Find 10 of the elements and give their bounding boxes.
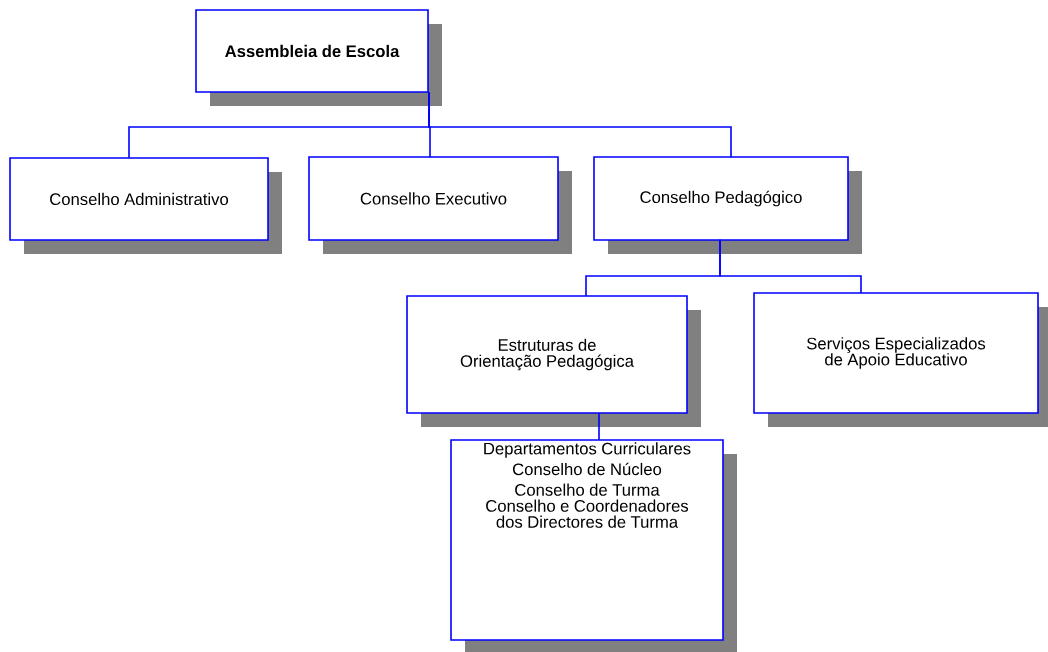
org-box: Assembleia de Escola: [195, 9, 442, 106]
connector-line: [719, 239, 862, 294]
org-box: Conselho Pedagógico: [593, 156, 862, 254]
connector-line: [598, 412, 600, 441]
org-box: Conselho Executivo: [308, 156, 572, 254]
org-box: Conselho Administrativo: [9, 157, 282, 254]
org-box: Estruturas de Orientação Pedagógica: [406, 295, 701, 427]
connector-line: [428, 91, 732, 158]
org-box: Departamentos Curriculares Conselho de Núcleo Conselho de Turma Conselho e Coordenadores dos Directores de Turma: [450, 439, 737, 652]
org-box: Serviços Especializados de Apoio Educativo: [753, 292, 1048, 427]
